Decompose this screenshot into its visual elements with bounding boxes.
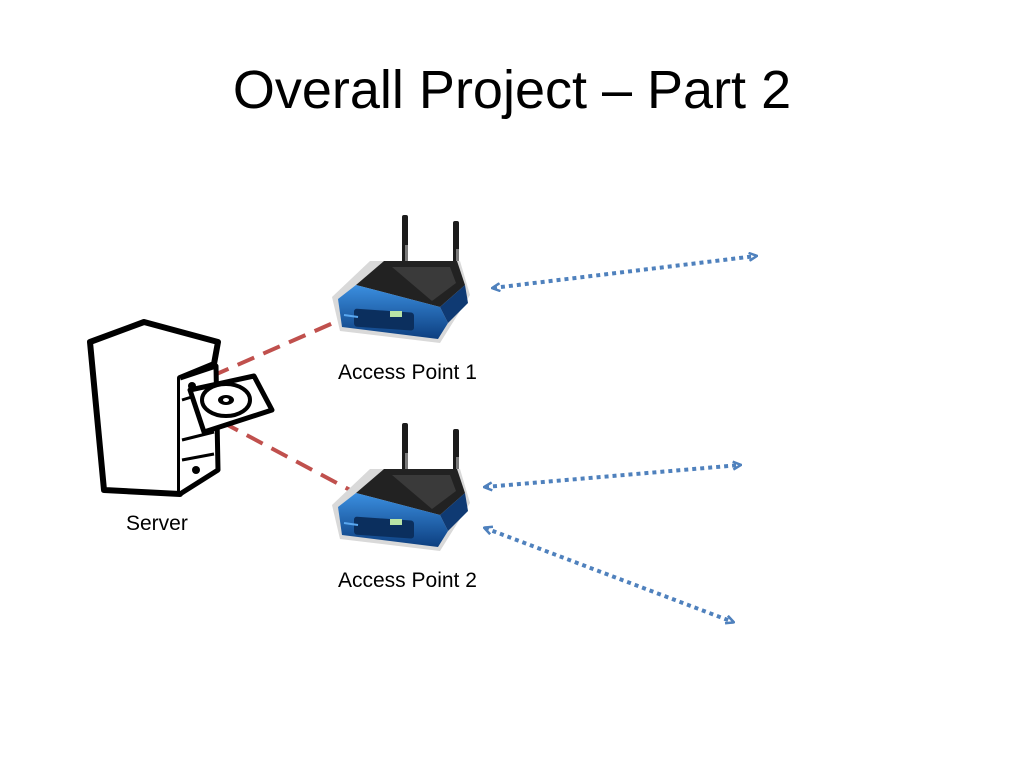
- server-label: Server: [126, 512, 188, 535]
- access-point-2-label: Access Point 2: [338, 569, 477, 592]
- access-point-1-label: Access Point 1: [338, 361, 477, 384]
- wired-link-ap2: [221, 420, 351, 492]
- wireless-router-icon: [331, 422, 471, 552]
- wireless-router-icon: [331, 214, 471, 344]
- wireless-link-ap2-upper: [485, 465, 740, 487]
- slide-title: Overall Project – Part 2: [232, 60, 792, 120]
- wired-link-ap1: [211, 318, 341, 378]
- server-icon: [87, 319, 275, 497]
- wireless-link-ap2-lower: [485, 528, 733, 622]
- wireless-link-ap1: [493, 256, 756, 288]
